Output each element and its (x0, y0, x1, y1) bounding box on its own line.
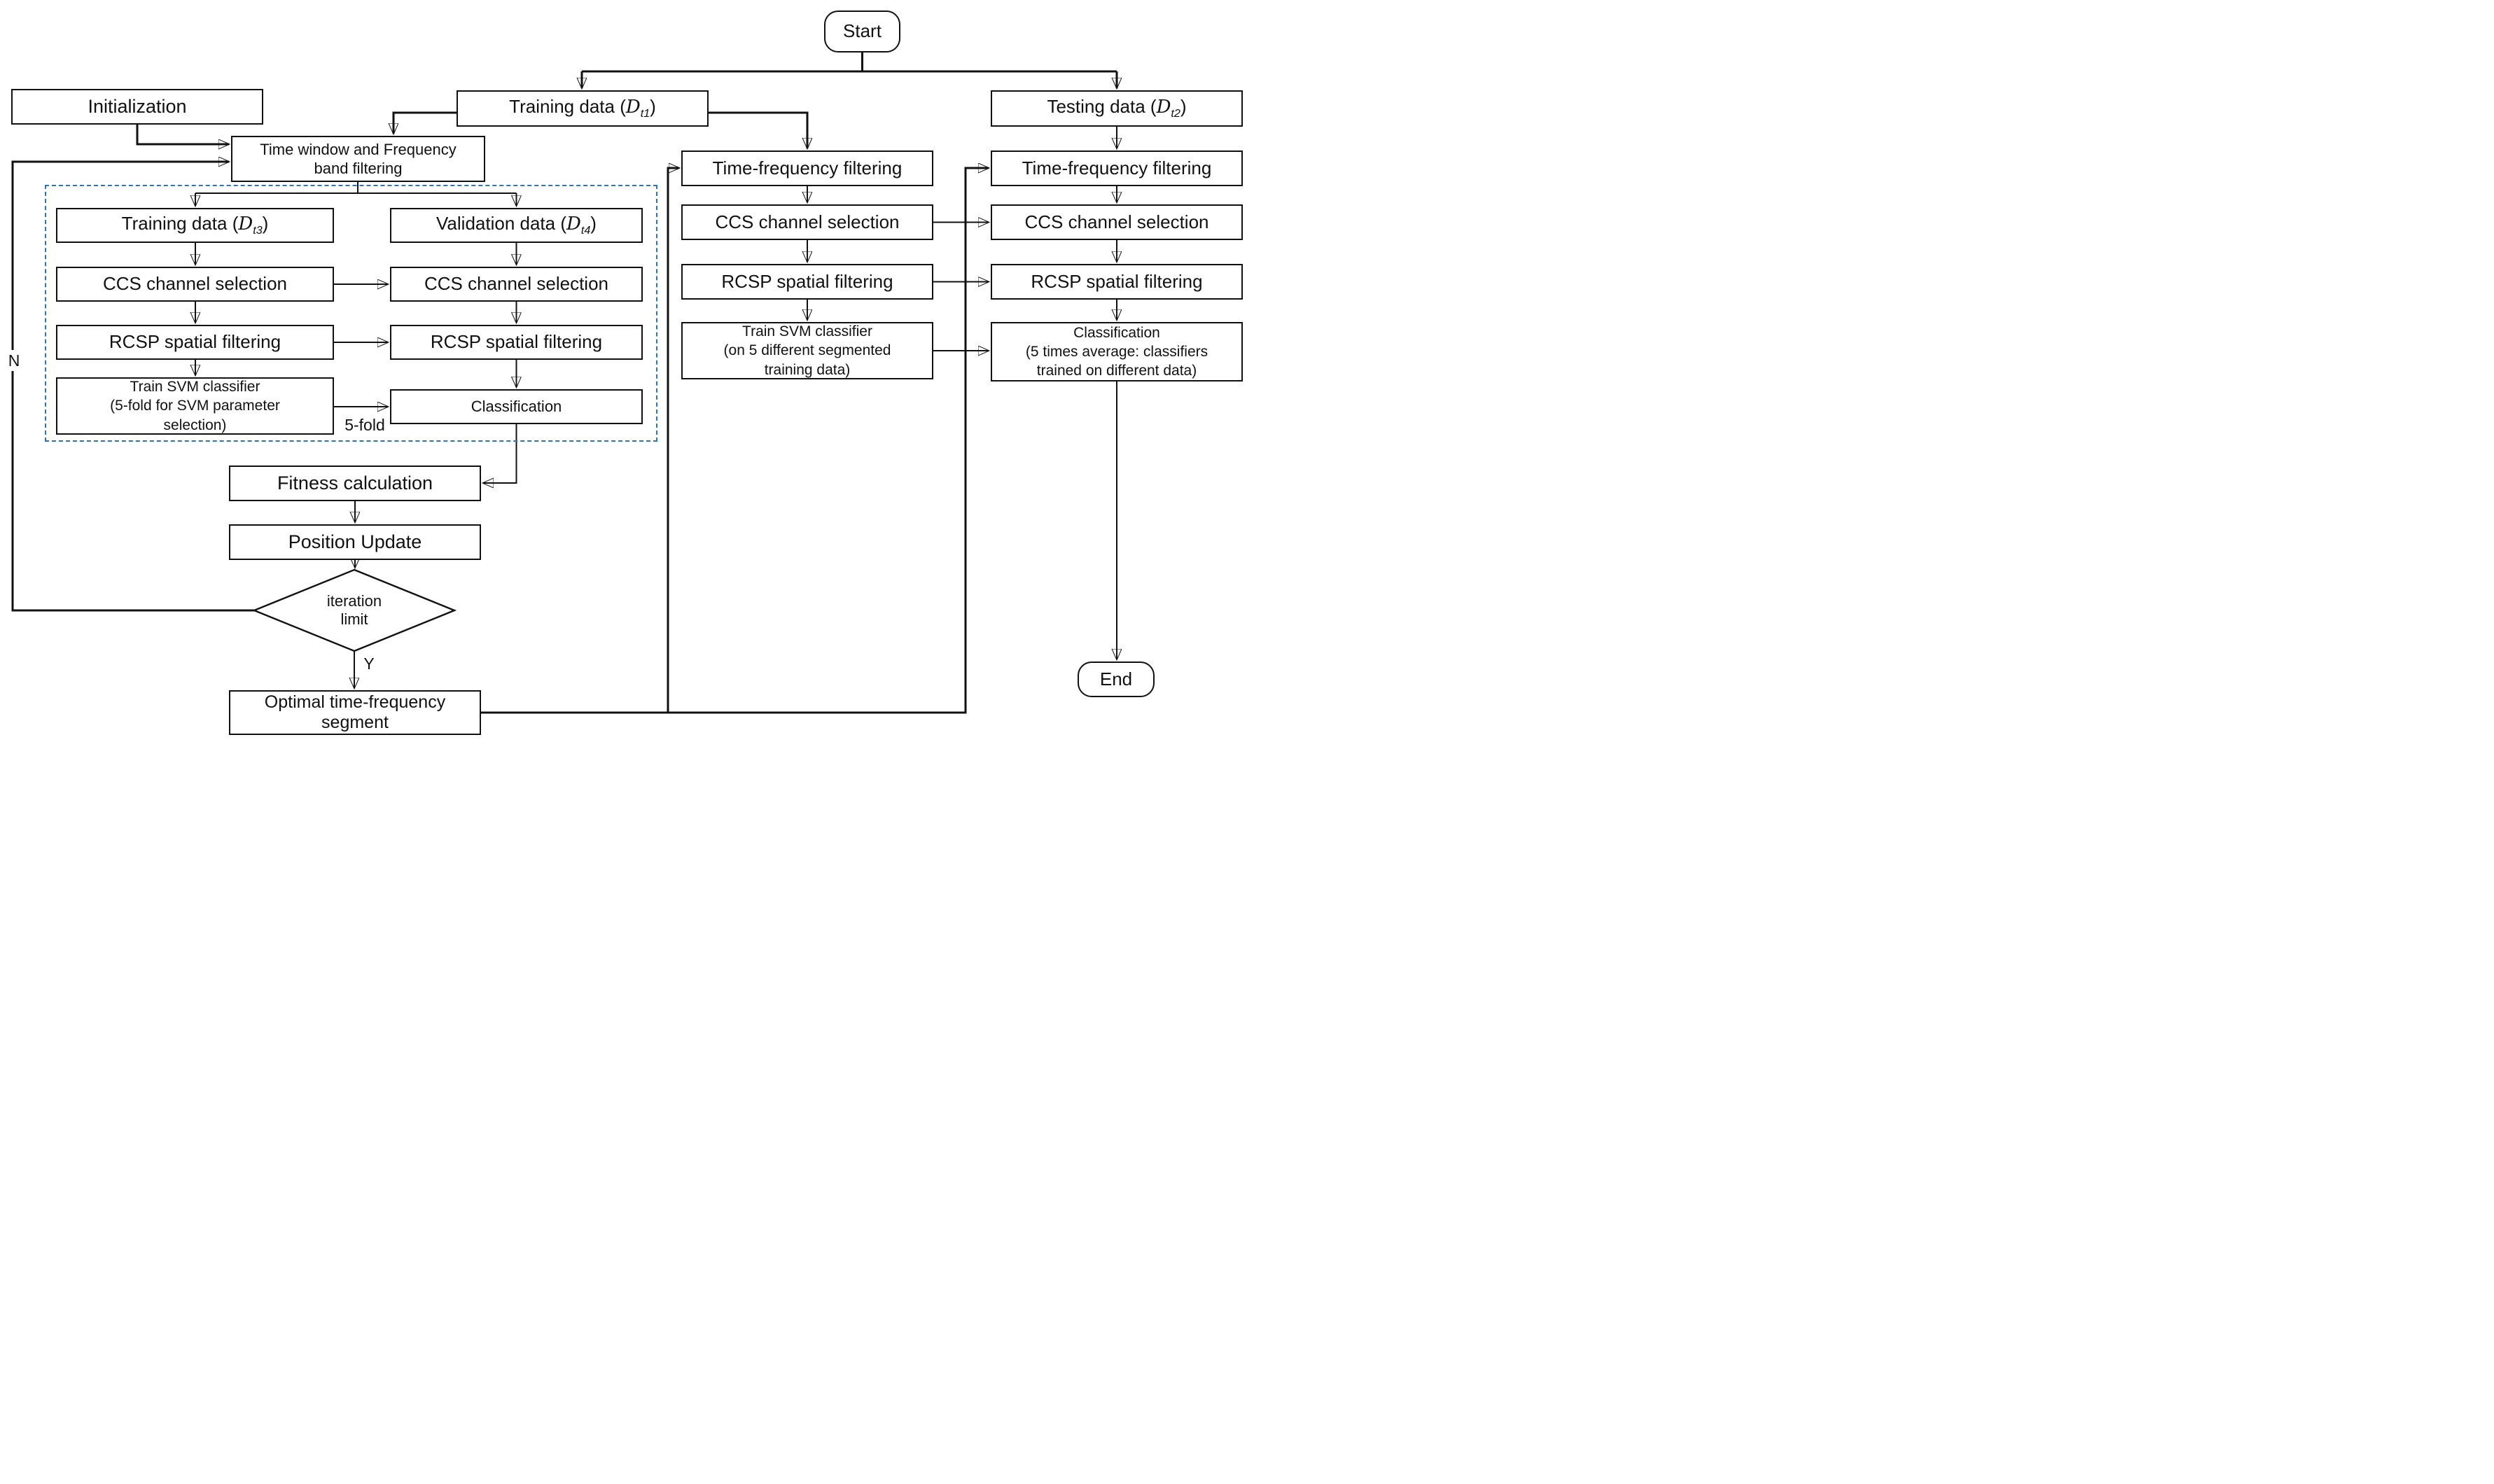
node-start: Start (824, 10, 900, 52)
node-label: Classification (471, 398, 562, 416)
node-label: Start (843, 20, 882, 42)
node-label-line: Train SVM classifier (130, 379, 260, 396)
node-ccs-train-final: CCS channel selection (681, 204, 933, 240)
node-tff-train-final: Time-frequency filtering (681, 150, 933, 186)
node-label: Initialization (88, 95, 187, 117)
node-ccs-test: CCS channel selection (991, 204, 1243, 240)
node-label: Testing data (Dt2) (1047, 96, 1187, 120)
node-label: Time-frequency filtering (1022, 157, 1212, 178)
node-rcsp-train: RCSP spatial filtering (56, 325, 334, 360)
node-label-line: (on 5 different segmented (723, 342, 891, 359)
edges-layer (11, 52, 1247, 714)
node-label: Fitness calculation (277, 472, 433, 493)
node-rcsp-train-final: RCSP spatial filtering (681, 264, 933, 300)
node-label: Position Update (288, 531, 422, 552)
node-validation-data-t4: Validation data (Dt4) (390, 208, 643, 243)
node-label: CCS channel selection (1024, 211, 1209, 232)
node-label-line: Optimal time-frequency (264, 692, 446, 712)
node-label: Training data (Dt3) (121, 213, 269, 237)
node-label: End (1099, 668, 1133, 690)
label-branch-no: N (3, 350, 25, 371)
node-label: CCS channel selection (715, 211, 900, 232)
node-label: CCS channel selection (102, 273, 288, 295)
node-train-svm-final: Train SVM classifier (on 5 different seg… (681, 322, 933, 379)
node-label-line: trained on different data) (1036, 363, 1197, 379)
group-inner-cross-validation (45, 185, 657, 442)
node-label: RCSP spatial filtering (109, 331, 281, 353)
flowchart-canvas: Start End Initialization Training data (… (0, 0, 1247, 742)
node-training-data-t1: Training data (Dt1) (457, 90, 709, 127)
node-position-update: Position Update (229, 524, 481, 560)
node-initialization: Initialization (11, 89, 263, 125)
node-tff-test: Time-frequency filtering (991, 150, 1243, 186)
node-label: Time-frequency filtering (712, 157, 903, 178)
node-time-window-filtering: Time window and Frequency band filtering (231, 136, 485, 182)
node-label-line: Time window and Frequency (260, 140, 457, 158)
node-rcsp-test: RCSP spatial filtering (991, 264, 1243, 300)
node-rcsp-validation: RCSP spatial filtering (390, 325, 643, 360)
node-label-line: Train SVM classifier (742, 323, 872, 340)
node-classification-test: Classification (5 times average: classif… (991, 322, 1243, 382)
node-train-svm-cv: Train SVM classifier (5-fold for SVM par… (56, 377, 334, 435)
label-branch-yes: Y (363, 654, 375, 673)
decision-iteration-limit-label: iteration limit (326, 592, 382, 628)
node-label-line: (5 times average: classifiers (1025, 343, 1208, 360)
node-label: CCS channel selection (424, 273, 609, 295)
node-label-line: training data) (764, 361, 851, 378)
node-optimal-segment: Optimal time-frequency segment (229, 690, 481, 735)
decision-iteration-limit-shape (251, 568, 457, 652)
node-training-data-t3: Training data (Dt3) (56, 208, 334, 243)
node-ccs-validation: CCS channel selection (390, 267, 643, 302)
label-5-fold: 5-fold (344, 415, 385, 434)
node-label-line: selection) (163, 416, 227, 433)
node-label-line: (5-fold for SVM parameter (110, 398, 280, 414)
node-label: RCSP spatial filtering (1031, 270, 1203, 292)
node-label-line: band filtering (314, 160, 403, 177)
node-label: RCSP spatial filtering (721, 270, 893, 292)
node-label: Training data (Dt1) (509, 96, 656, 120)
node-ccs-train: CCS channel selection (56, 267, 334, 302)
node-label-line: Classification (1073, 324, 1160, 341)
node-end: End (1078, 662, 1155, 697)
node-testing-data-t2: Testing data (Dt2) (991, 90, 1243, 127)
node-label-line: segment (321, 713, 389, 732)
node-fitness-calculation: Fitness calculation (229, 465, 481, 501)
node-label: Validation data (Dt4) (436, 213, 597, 237)
node-classification-validation: Classification (390, 389, 643, 424)
node-label: RCSP spatial filtering (430, 331, 603, 353)
